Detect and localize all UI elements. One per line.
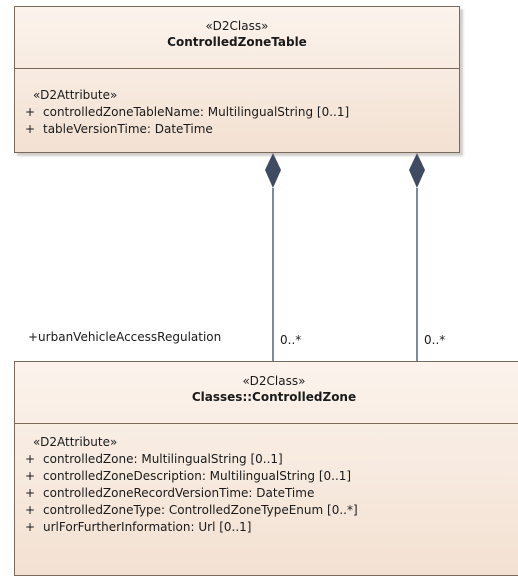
attribute-text: controlledZoneRecordVersionTime: DateTim… [43, 486, 315, 500]
attribute-compartment: «D2Attribute» + controlledZone: Multilin… [15, 424, 518, 536]
attribute-row: + urlForFurtherInformation: Url [0..1] [23, 519, 518, 536]
multiplicity-label-left: 0..* [280, 333, 302, 347]
composition-diamond-left-icon [265, 153, 281, 188]
visibility-marker: + [25, 486, 36, 500]
visibility-marker: + [25, 122, 36, 136]
attribute-text: controlledZone: MultilingualString [0..1… [43, 452, 283, 466]
class-stereotype: «D2Class» [242, 374, 306, 388]
attribute-row: + controlledZoneType: ControlledZoneType… [23, 502, 518, 519]
visibility-marker: + [25, 105, 36, 119]
class-name: ControlledZoneTable [167, 35, 307, 49]
multiplicity-label-right: 0..* [424, 333, 446, 347]
class-header: «D2Class» ControlledZoneTable [15, 7, 459, 69]
attribute-text: controlledZoneTableName: MultilingualStr… [43, 105, 350, 119]
attribute-row: + controlledZoneRecordVersionTime: DateT… [23, 485, 518, 502]
class-header: «D2Class» Classes::ControlledZone [15, 362, 518, 424]
class-box-controlled-zone-table[interactable]: «D2Class» ControlledZoneTable «D2Attribu… [14, 6, 460, 153]
attribute-text: controlledZoneDescription: MultilingualS… [43, 469, 352, 483]
class-box-controlled-zone[interactable]: «D2Class» Classes::ControlledZone «D2Att… [14, 361, 518, 576]
composition-diamond-right-icon [409, 153, 425, 188]
attribute-stereotype: «D2Attribute» [33, 88, 118, 102]
class-stereotype: «D2Class» [205, 19, 269, 33]
attribute-row: + tableVersionTime: DateTime [23, 121, 459, 138]
attribute-row: + controlledZoneDescription: Multilingua… [23, 468, 518, 485]
visibility-marker: + [25, 452, 36, 466]
attribute-row: + controlledZoneTableName: MultilingualS… [23, 104, 459, 121]
visibility-marker: + [25, 503, 36, 517]
visibility-marker: + [25, 520, 36, 534]
visibility-marker: + [25, 469, 36, 483]
association-role-label: +urbanVehicleAccessRegulation [28, 330, 222, 344]
attribute-text: urlForFurtherInformation: Url [0..1] [43, 520, 252, 534]
attribute-text: controlledZoneType: ControlledZoneTypeEn… [43, 503, 358, 517]
attribute-row: + controlledZone: MultilingualString [0.… [23, 451, 518, 468]
attribute-text: tableVersionTime: DateTime [43, 122, 213, 136]
attribute-compartment: «D2Attribute» + controlledZoneTableName:… [15, 69, 459, 138]
attribute-stereotype: «D2Attribute» [33, 435, 118, 449]
class-name: Classes::ControlledZone [191, 390, 357, 404]
